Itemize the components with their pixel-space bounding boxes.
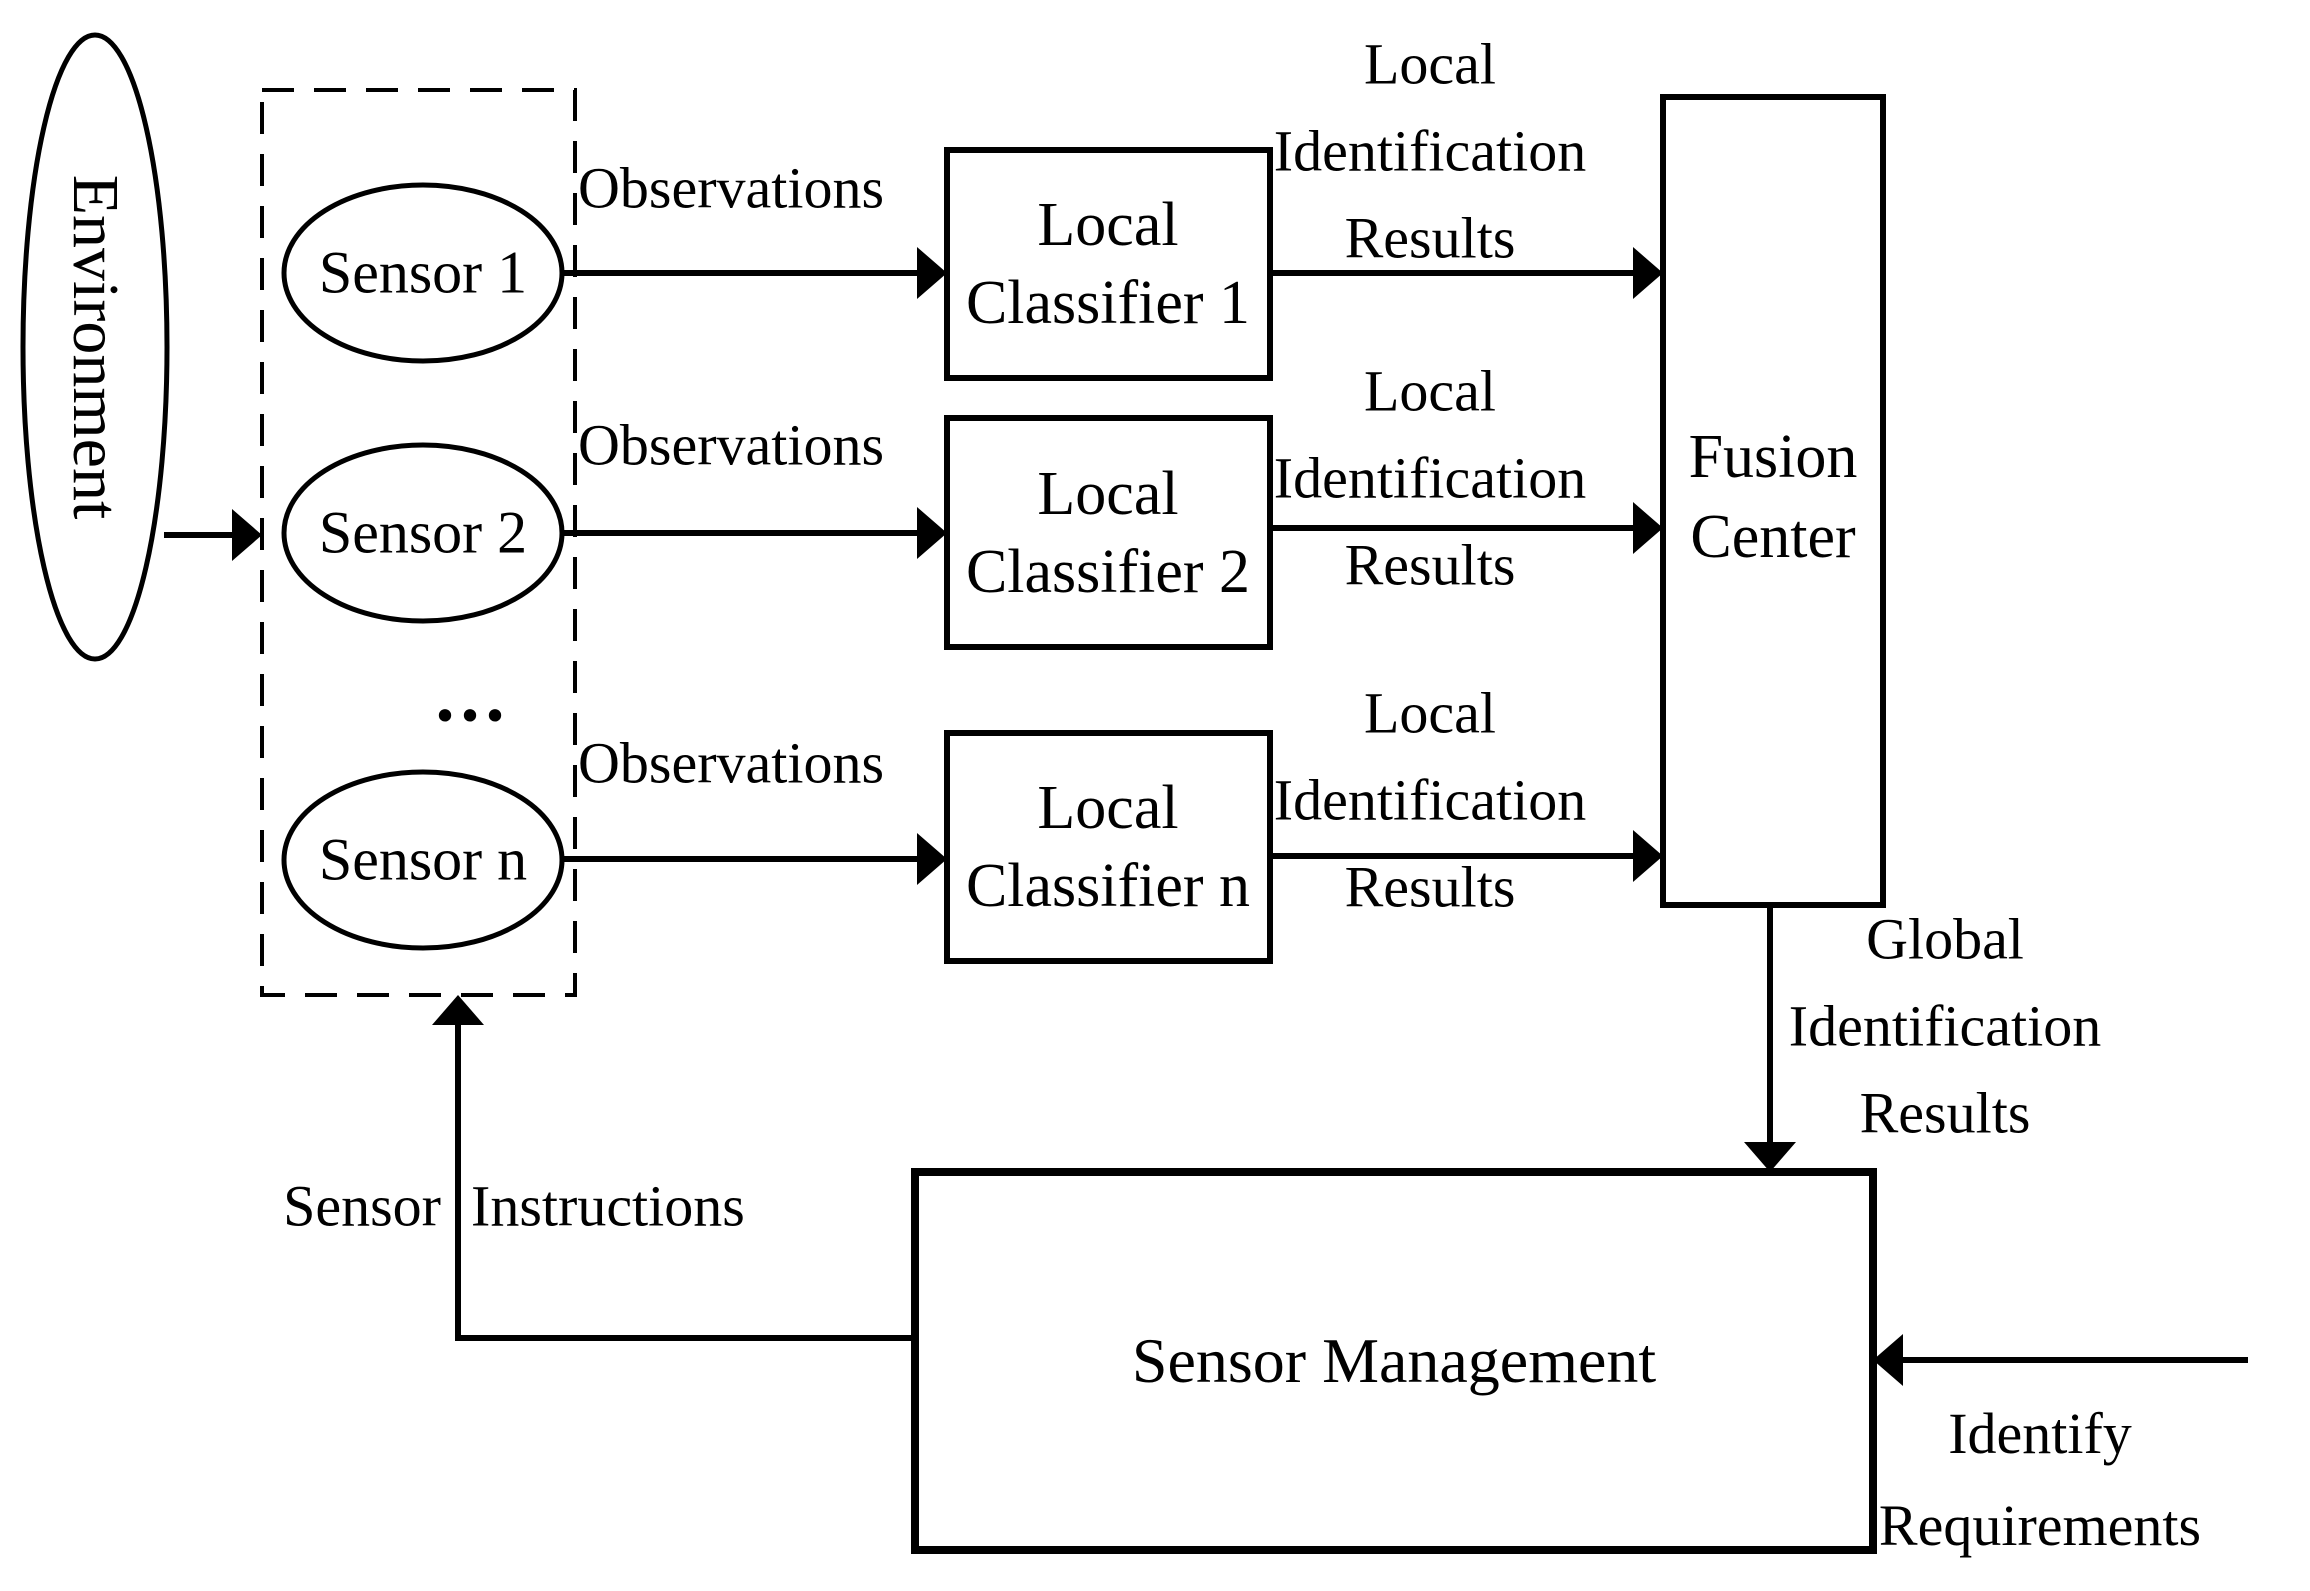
sensor-1-label: Sensor 1: [318, 239, 528, 306]
local-identification-results-label-1: Local Identification Results: [1273, 31, 1587, 271]
arrow-environment-to-sensors: [164, 509, 262, 561]
observations-label-2: Observations: [578, 412, 885, 478]
arrow-sensor-instructions: [432, 995, 915, 1341]
local-identification-results-label-2: Local Identification Results: [1273, 358, 1587, 598]
arrow-identify-requirements: [1873, 1334, 2248, 1386]
arrow-observations-2: [562, 507, 947, 559]
local-classifier-n-label: Local Classifier n: [965, 774, 1251, 920]
observations-label-n: Observations: [578, 730, 885, 796]
arrow-global-results: [1744, 905, 1796, 1172]
environment-ellipse: [20, 32, 170, 662]
local-classifier-2-label: Local Classifier 2: [965, 460, 1251, 606]
local-classifier-1-label: Local Classifier 1: [965, 191, 1251, 337]
fusion-center-label: Fusion Center: [1688, 423, 1858, 571]
sensor-management-box: [911, 1168, 1877, 1554]
arrow-local-results-1: [1270, 247, 1663, 299]
sensor-n-label: Sensor n: [318, 826, 528, 893]
arrow-local-results-n: [1270, 830, 1663, 882]
sensor-instructions-label-word1: Sensor: [283, 1173, 441, 1239]
local-classifier-2-box: [944, 415, 1273, 650]
sensor-management-label: Sensor Management: [1131, 1325, 1657, 1396]
local-classifier-1-box: [944, 147, 1273, 381]
local-identification-results-label-n: Local Identification Results: [1273, 680, 1587, 920]
arrow-observations-1: [562, 247, 947, 299]
environment-label: Environment: [59, 174, 132, 520]
sensors-ellipsis: ...: [435, 653, 511, 738]
sensor-group-dashed-box: [260, 88, 577, 997]
global-identification-results-label: Global Identification Results: [1788, 906, 2102, 1146]
identify-requirements-label: Identify Requirements: [1878, 1401, 2202, 1558]
observations-label-1: Observations: [578, 155, 885, 221]
arrow-local-results-2: [1270, 502, 1663, 554]
arrow-observations-n: [562, 833, 947, 885]
sensor-2-label: Sensor 2: [318, 499, 528, 566]
local-classifier-n-box: [944, 730, 1273, 964]
sensor-instructions-label-word2: Instructions: [471, 1173, 745, 1239]
